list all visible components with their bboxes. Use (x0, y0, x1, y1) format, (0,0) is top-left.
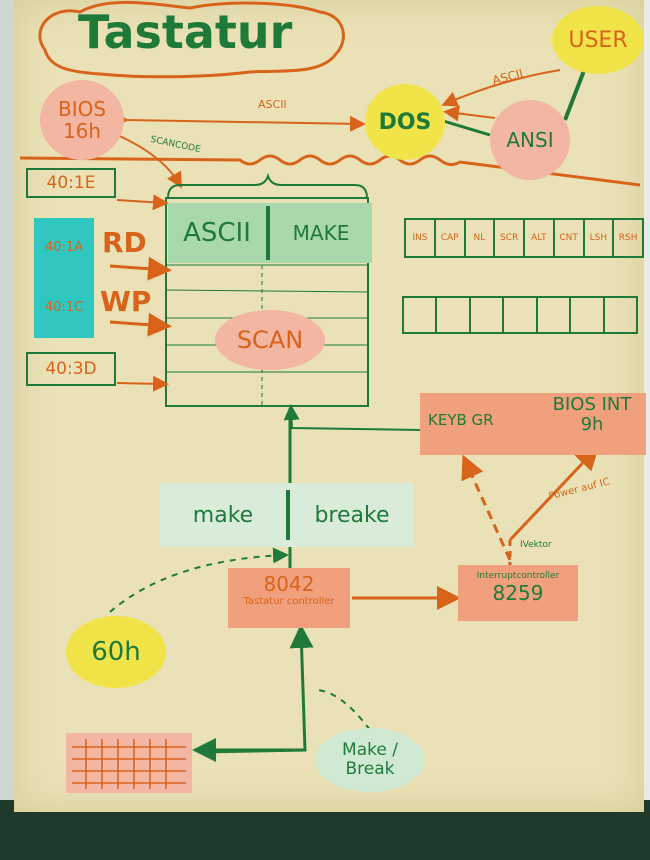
user-ansi-line (563, 67, 587, 121)
ansi-node: ANSI (490, 100, 570, 180)
scan-node: SCAN (215, 310, 325, 370)
flag-ins: INS (406, 220, 436, 256)
make-breake-box: make breake (160, 483, 414, 547)
bios-dos-arrow (112, 111, 366, 132)
rd-arrow (109, 256, 172, 281)
addr-401e-arrow (116, 194, 169, 211)
dos-node: DOS (365, 84, 445, 160)
user-dos-arrow (441, 69, 561, 107)
flag-cap: CAP (436, 220, 466, 256)
buffer-ascii-column: ASCII (183, 218, 251, 248)
buffer-make-column: MAKE (292, 221, 350, 245)
address-403d: 40:3D (26, 352, 116, 386)
flag-alt: ALT (525, 220, 555, 256)
make-label: make (192, 502, 254, 528)
keyb-buffer-line (283, 404, 421, 431)
background-wall (0, 0, 18, 860)
flag-nl: NL (466, 220, 496, 256)
buffer-header: ASCII MAKE (168, 203, 372, 263)
keyb-bios-box: KEYB GR BIOS INT 9h (420, 393, 646, 455)
flag-register-row: INS CAP NL SCR ALT CNT LSH RSH (404, 218, 644, 258)
interrupt-controller-node: Interruptcontroller 8259 (458, 565, 578, 621)
controller-number: 8042 (263, 572, 315, 596)
keyboard-controller-line (199, 624, 314, 754)
flag-scr: SCR (495, 220, 525, 256)
buffer-frame (165, 197, 369, 407)
keyboard-controller-node: 8042 Tastatur controller (228, 568, 350, 628)
address-401c: 40:1C (34, 276, 94, 338)
ivektor-arrow (461, 454, 512, 561)
bios-16h-node: BIOS 16h (40, 80, 124, 160)
address-401e: 40:1E (26, 168, 116, 198)
makebreak-dashed-line (314, 689, 371, 731)
empty-register-row (402, 296, 638, 334)
wp-arrow (109, 312, 172, 337)
keyb-gr-label: KEYB GR (428, 411, 494, 429)
flag-rsh: RSH (618, 233, 638, 243)
breake-label: breake (314, 502, 390, 528)
user-node: USER (552, 6, 644, 74)
flag-lsh: LSH (585, 220, 615, 256)
divider-wave (19, 154, 641, 187)
controller-name: Tastatur controller (243, 596, 335, 607)
intc-number: 8259 (492, 581, 544, 605)
keyboard-icon (66, 733, 192, 793)
buffer-brace (167, 172, 368, 199)
read-pointer-label: RD (102, 226, 147, 259)
addr-403d-arrow (116, 375, 169, 392)
power-arrow (508, 445, 600, 542)
edge-label-ascii-bios-dos: ASCII (258, 98, 287, 111)
bios-int-label: BIOS INT 9h (552, 394, 632, 435)
make-breake-divider (286, 490, 290, 540)
ansi-dos-arrow (443, 105, 496, 122)
edge-label-ivektor: IVektor (520, 540, 552, 550)
dos-ansi-line (439, 118, 491, 137)
address-401a: 40:1A (34, 218, 94, 276)
port-dashed-line (109, 547, 289, 613)
title-cloud (38, 0, 345, 79)
make-break-node: Make / Break (315, 728, 425, 792)
port-60h-node: 60h (66, 616, 166, 688)
intc-name: Interruptcontroller (476, 571, 560, 581)
flag-cnt: CNT (555, 220, 585, 256)
buffer-column-divider (266, 206, 270, 260)
diagram-title: Tastatur (78, 5, 293, 59)
write-pointer-label: WP (100, 285, 152, 318)
